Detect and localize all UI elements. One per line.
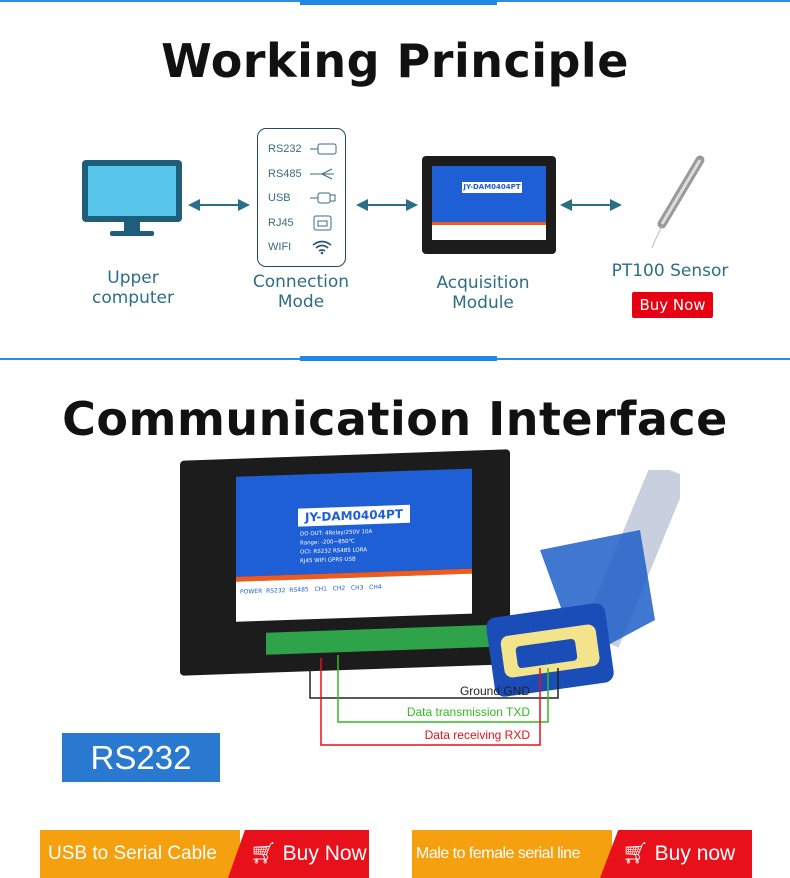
- buy-now-usb-button[interactable]: 🛒︎Buy Now: [228, 830, 369, 878]
- double-arrow-icon: [188, 199, 250, 211]
- wifi-icon: [312, 240, 332, 255]
- wire-txd: [337, 655, 549, 723]
- top-divider-accent: [300, 0, 497, 5]
- connection-rs485: RS485: [258, 162, 345, 187]
- connection-usb: USB: [258, 186, 345, 211]
- rj45-port-icon: [313, 215, 332, 231]
- acquisition-module-image: JY-DAM0404PT: [422, 156, 556, 254]
- wire-label-txd: Data transmission TXD: [406, 705, 530, 719]
- wire-label-rxd: Data receiving RXD: [424, 728, 530, 742]
- cart-icon: 🛒︎: [250, 842, 277, 865]
- connection-wifi: WIFI: [258, 235, 345, 260]
- buy-now-serial-button[interactable]: 🛒︎Buy now: [600, 830, 752, 878]
- section-title-communication-interface: Communication Interface: [62, 392, 728, 446]
- cart-icon: 🛒︎: [622, 842, 649, 865]
- banner-label: USB to Serial Cable: [40, 830, 240, 878]
- double-arrow-icon: [560, 199, 622, 211]
- banner-label: Male to female serial line: [412, 830, 612, 878]
- pt100-probe-image: [651, 155, 705, 249]
- connection-mode-box: RS232 RS485 USB RJ45 WIFI: [257, 128, 346, 267]
- connection-rj45: RJ45: [258, 211, 345, 236]
- db9-cable-image: [486, 470, 680, 697]
- usb-plug-icon: [310, 192, 336, 204]
- wire-rxd: [320, 658, 541, 746]
- wire-gnd: [309, 668, 559, 699]
- wire-label-gnd: Ground GND: [459, 684, 530, 698]
- double-arrow-icon: [356, 199, 418, 211]
- rs485-fork-icon: [310, 168, 334, 180]
- connection-rs232: RS232: [258, 137, 345, 162]
- sensor-caption: PT100 Sensor: [611, 261, 729, 281]
- section-divider-accent: [300, 356, 497, 361]
- section-title-working-principle: Working Principle: [161, 34, 629, 88]
- usb-serial-cable-banner[interactable]: USB to Serial Cable 🛒︎Buy Now: [40, 830, 381, 878]
- rs232-badge: RS232: [62, 733, 220, 782]
- serial-line-banner[interactable]: Male to female serial line 🛒︎Buy now: [412, 830, 752, 878]
- db9-connector-icon: [310, 143, 337, 155]
- monitor-icon: [82, 160, 182, 236]
- buy-now-sensor-button[interactable]: Buy Now: [632, 292, 713, 318]
